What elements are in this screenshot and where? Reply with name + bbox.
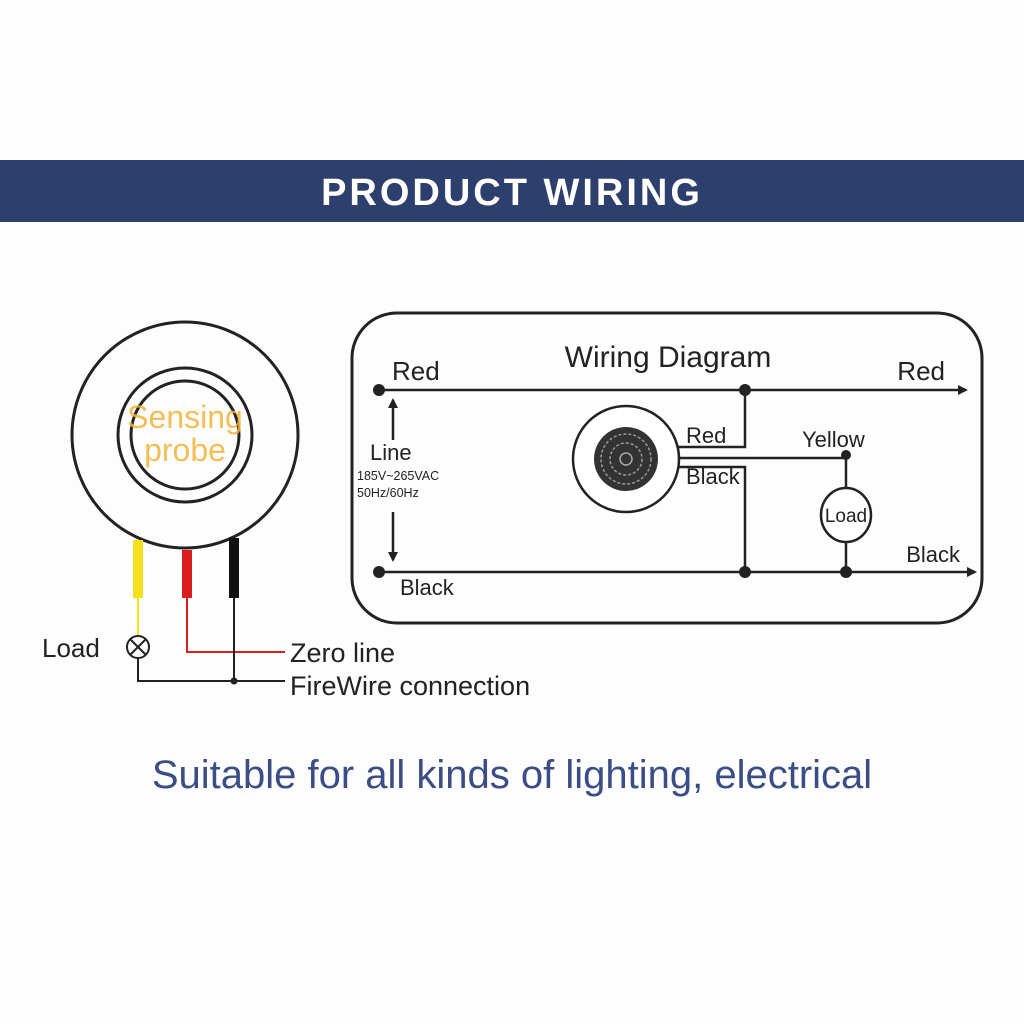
- sensor-black-label: Black: [686, 464, 741, 489]
- frequency-label: 50Hz/60Hz: [357, 486, 419, 500]
- load-label: Load: [42, 633, 100, 663]
- zero-line-label: Zero line: [290, 638, 395, 668]
- voltage-label: 185V~265VAC: [357, 469, 439, 483]
- circuit-lines: [379, 385, 977, 577]
- lamp-icon: [126, 635, 150, 659]
- sensor-red-line: [678, 390, 747, 449]
- probe-label: probe: [144, 432, 226, 468]
- neutral-black-label-left: Black: [400, 575, 455, 600]
- sensor-inner-ring: [129, 379, 241, 491]
- red-wire: [182, 550, 192, 598]
- sensor-black-line: [678, 465, 747, 572]
- tagline: Suitable for all kinds of lighting, elec…: [152, 753, 872, 797]
- yellow-wire: [133, 540, 143, 598]
- sensor-icon: [571, 404, 681, 514]
- wiring-diagram-frame: [350, 311, 984, 625]
- sensor-middle-ring: [116, 366, 254, 504]
- junction-dot: [230, 677, 238, 685]
- title-banner: [0, 160, 1024, 222]
- load-symbol-label: Load: [825, 506, 867, 527]
- sensor-drawing: [70, 320, 300, 550]
- junction-dots: [373, 384, 852, 578]
- yellow-label: Yellow: [802, 427, 865, 452]
- sensing-label: Sensing: [127, 399, 243, 435]
- live-red-label-right: Red: [897, 356, 945, 386]
- black-wire: [229, 538, 239, 598]
- line-label: Line: [370, 440, 412, 465]
- live-red-label-left: Red: [392, 356, 440, 386]
- neutral-black-label-right: Black: [906, 542, 961, 567]
- wiring-diagram-title: Wiring Diagram: [565, 341, 772, 374]
- banner-title: PRODUCT WIRING: [321, 172, 703, 214]
- red-lead: [186, 598, 285, 653]
- load-symbol: [819, 486, 873, 544]
- sensor-red-label: Red: [686, 423, 726, 448]
- sensor-outer-ring: [70, 320, 300, 550]
- firewire-label: FireWire connection: [290, 671, 530, 701]
